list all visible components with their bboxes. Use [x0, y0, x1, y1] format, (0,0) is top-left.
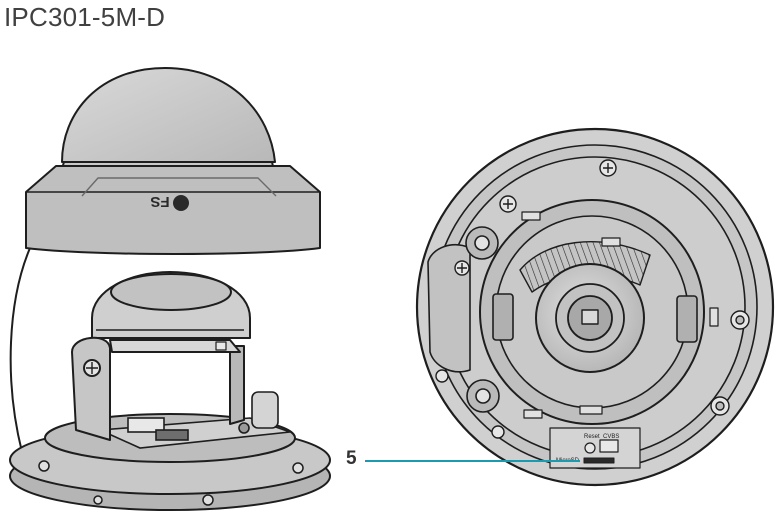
fs-logo-text: FS	[150, 193, 169, 210]
reset-button	[584, 442, 596, 454]
dome-cover	[25, 67, 321, 255]
lens-module	[91, 271, 251, 339]
camera-board	[99, 391, 291, 449]
terminal-block	[127, 417, 165, 433]
lens-sensor	[581, 309, 599, 325]
clamp-left	[492, 293, 514, 341]
lock-knob-top-left	[465, 226, 499, 260]
page-title: IPC301-5M-D	[4, 2, 166, 32]
cylinder-part	[251, 391, 279, 429]
label-reset: Reset	[584, 434, 600, 440]
screw-bottom-right	[710, 396, 730, 416]
fs-brand-logo: FS	[150, 193, 189, 211]
lock-knob-bottom-left	[466, 379, 500, 413]
dome-cover-shell	[61, 67, 276, 163]
screw-bottom	[491, 425, 505, 439]
dome-cover-base	[25, 165, 321, 255]
microsd-slot	[583, 457, 615, 464]
screw-top-right	[599, 159, 617, 177]
safety-cord	[9, 247, 31, 453]
callout-number-5: 5	[346, 448, 357, 469]
clamp-right	[676, 295, 698, 343]
connector-block	[155, 429, 189, 441]
screw-left-bottom	[435, 369, 449, 383]
cvbs-connector	[599, 439, 619, 453]
camera-bottom-view	[415, 127, 775, 487]
screw-left-mid	[454, 260, 470, 276]
label-cvbs: CVBS	[603, 434, 619, 440]
screw-top-left	[499, 195, 517, 213]
screw-right	[730, 310, 750, 330]
mounting-bracket	[71, 336, 245, 441]
